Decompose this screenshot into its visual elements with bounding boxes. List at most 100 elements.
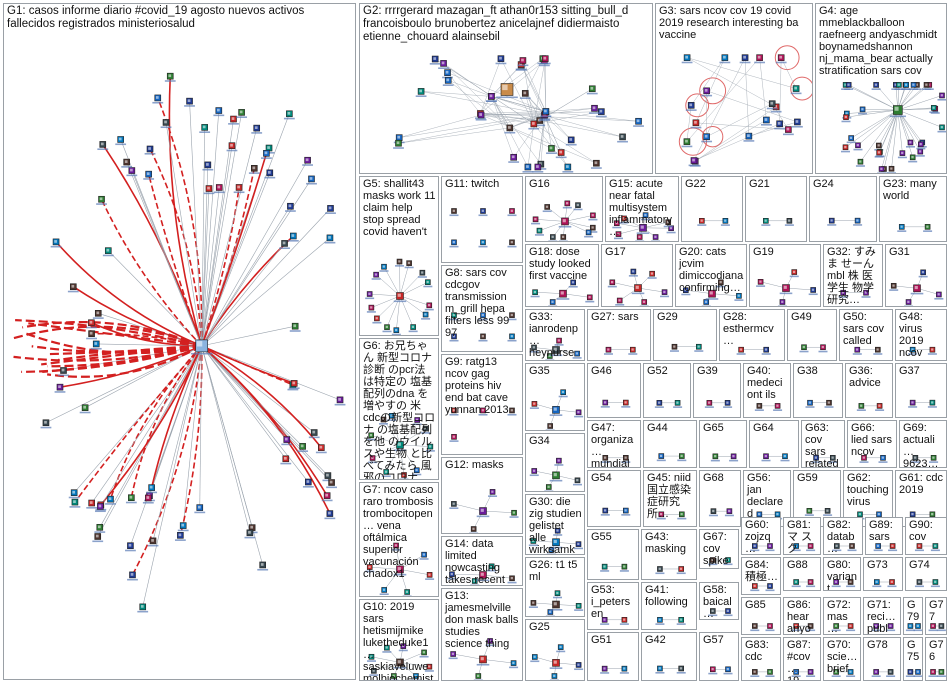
group-graph-g32 <box>824 245 883 307</box>
node-label-mark <box>929 111 938 113</box>
node-label-mark <box>394 449 407 451</box>
graph-node <box>862 455 867 460</box>
node-label-mark <box>539 65 550 67</box>
graph-node <box>679 512 684 517</box>
group-panel-g24: G24 <box>809 176 877 242</box>
graph-node <box>427 664 432 669</box>
node-label-mark <box>540 63 551 65</box>
group-graph-g42 <box>642 633 697 681</box>
group-graph-g79 <box>904 598 923 635</box>
node-label-mark <box>194 512 205 514</box>
node-label-mark <box>41 427 52 429</box>
node-label-mark <box>550 480 563 482</box>
node-label-mark <box>405 267 414 269</box>
node-label-mark <box>430 63 441 65</box>
node-label-mark <box>677 572 686 574</box>
node-label-mark <box>708 564 717 566</box>
node-label-mark <box>553 597 562 599</box>
graph-node <box>855 143 860 148</box>
graph-node <box>587 295 592 300</box>
group-graph-g17 <box>602 245 673 307</box>
group-panel-g46: G46 <box>587 363 641 418</box>
group-graph-g33 <box>526 310 585 361</box>
node-label-mark <box>447 578 456 580</box>
graph-node <box>239 109 245 115</box>
edge <box>370 567 400 569</box>
edge <box>370 294 400 296</box>
graph-node <box>318 445 324 451</box>
graph-node <box>43 420 49 426</box>
node-label-mark <box>479 214 488 216</box>
group-graph-g66 <box>848 421 897 468</box>
group-graph-g84 <box>742 558 781 595</box>
group-panel-g52: G52 <box>643 363 691 418</box>
node-label-mark <box>937 630 946 632</box>
node-label-mark <box>853 224 862 226</box>
graph-node <box>149 485 155 491</box>
node-label-mark <box>496 97 518 99</box>
graph-node <box>411 325 416 330</box>
edge <box>686 290 712 293</box>
hub-node <box>893 106 902 115</box>
graph-node <box>488 638 493 643</box>
group-panel-g79: G79 <box>903 597 923 635</box>
graph-node <box>636 118 642 124</box>
graph-node <box>736 293 741 298</box>
group-graph-g43 <box>642 530 697 580</box>
graph-node <box>267 170 273 176</box>
group-graph-g86 <box>784 598 821 635</box>
graph-node <box>533 290 538 295</box>
node-label-mark <box>904 306 913 308</box>
graph-node <box>622 216 627 221</box>
edge <box>202 346 250 533</box>
node-label-mark <box>806 630 815 632</box>
node-label-mark <box>655 672 664 674</box>
node-label-mark <box>750 630 759 632</box>
graph-node <box>910 400 915 405</box>
node-label-mark <box>450 214 459 216</box>
node-label-mark <box>202 169 213 171</box>
node-label-mark <box>823 514 832 516</box>
node-label-mark <box>778 306 787 308</box>
node-label-mark <box>806 586 815 588</box>
graph-node <box>413 674 418 679</box>
graph-node <box>662 290 667 295</box>
graph-node <box>180 523 186 529</box>
node-label-mark <box>228 123 239 125</box>
edge <box>483 575 512 578</box>
group-graph-g18 <box>526 245 599 307</box>
graph-node <box>414 468 419 473</box>
edge <box>884 110 898 169</box>
graph-node <box>834 580 839 585</box>
graph-node <box>843 115 848 120</box>
node-label-mark <box>908 406 917 408</box>
graph-node <box>548 424 553 429</box>
node-label-mark <box>825 406 834 408</box>
graph-node <box>590 213 595 218</box>
group-graph-g26 <box>526 558 585 617</box>
graph-node <box>808 400 813 405</box>
group-panel-g51: G51 <box>587 632 639 681</box>
graph-node <box>768 584 773 589</box>
node-label-mark <box>591 167 602 169</box>
edge <box>638 288 665 292</box>
graph-node <box>382 587 387 592</box>
node-label-mark <box>931 586 940 588</box>
graph-node <box>401 644 406 649</box>
group-graph-g70 <box>824 638 861 681</box>
graph-node <box>763 218 768 223</box>
node-label-mark <box>689 165 700 167</box>
node-label-mark <box>449 658 458 660</box>
node-label-mark <box>584 236 593 238</box>
graph-node <box>913 455 918 460</box>
node-label-mark <box>792 675 801 677</box>
group-panel-g25: G25 <box>525 619 585 681</box>
group-panel-g37: G37 <box>895 363 947 418</box>
group-graph-g21 <box>746 177 807 242</box>
node-label-mark <box>888 550 897 552</box>
node-label-mark <box>929 461 938 463</box>
group-panel-g36: G36: advice <box>845 363 893 418</box>
graph-node <box>910 155 915 160</box>
graph-node <box>637 235 642 240</box>
node-label-mark <box>887 172 896 174</box>
